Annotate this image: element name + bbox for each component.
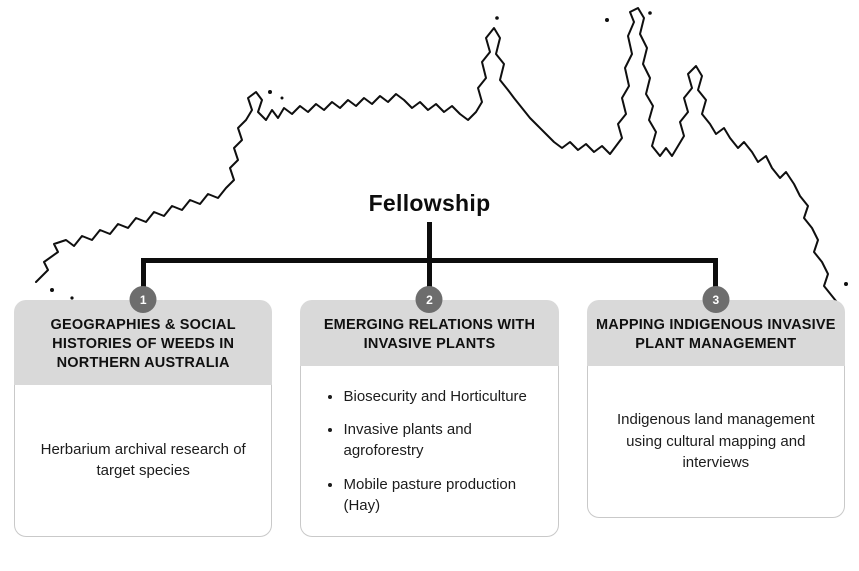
step-2-badge: 2 <box>415 286 443 313</box>
card-2-heading: EMERGING RELATIONS WITH INVASIVE PLANTS <box>323 317 536 352</box>
step-1-badge: 1 <box>129 286 157 313</box>
step-1-number: 1 <box>139 292 147 307</box>
card-1: 1 GEOGRAPHIES & SOCIAL HISTORIES OF WEED… <box>14 286 273 537</box>
bullet-item: Biosecurity and Horticulture <box>343 386 535 407</box>
card-1-heading: GEOGRAPHIES & SOCIAL HISTORIES OF WEEDS … <box>50 317 236 371</box>
connector-drop-1 <box>141 260 146 290</box>
card-2: 2 EMERGING RELATIONS WITH INVASIVE PLANT… <box>300 286 559 538</box>
bullet-item: Mobile pasture production (Hay) <box>343 474 535 517</box>
card-1-header: GEOGRAPHIES & SOCIAL HISTORIES OF WEEDS … <box>14 300 273 385</box>
card-2-body: Biosecurity and Horticulture Invasive pl… <box>300 365 559 538</box>
card-2-bullet-list: Biosecurity and Horticulture Invasive pl… <box>323 382 535 520</box>
connector-stem <box>427 222 432 262</box>
card-1-text: Herbarium archival research of target sp… <box>40 440 246 480</box>
connector-drop-3 <box>713 260 718 290</box>
card-3-text: Indigenous land management using cultura… <box>616 411 815 471</box>
step-3-number: 3 <box>712 292 720 307</box>
card-3: 3 MAPPING INDIGENOUS INVASIVE PLANT MANA… <box>586 286 845 518</box>
step-3-badge: 3 <box>702 286 730 313</box>
card-1-body: Herbarium archival research of target sp… <box>14 384 273 537</box>
connector-drop-2 <box>427 260 432 290</box>
step-2-number: 2 <box>426 292 433 307</box>
card-3-heading: MAPPING INDIGENOUS INVASIVE PLANT MANAGE… <box>596 317 836 352</box>
diagram-title: Fellowship <box>368 190 491 216</box>
bullet-item: Invasive plants and agroforestry <box>343 419 535 462</box>
northern-australia-map-outline <box>35 7 848 307</box>
card-3-body: Indigenous land management using cultura… <box>586 365 845 518</box>
cards-row: 1 GEOGRAPHIES & SOCIAL HISTORIES OF WEED… <box>14 286 845 538</box>
